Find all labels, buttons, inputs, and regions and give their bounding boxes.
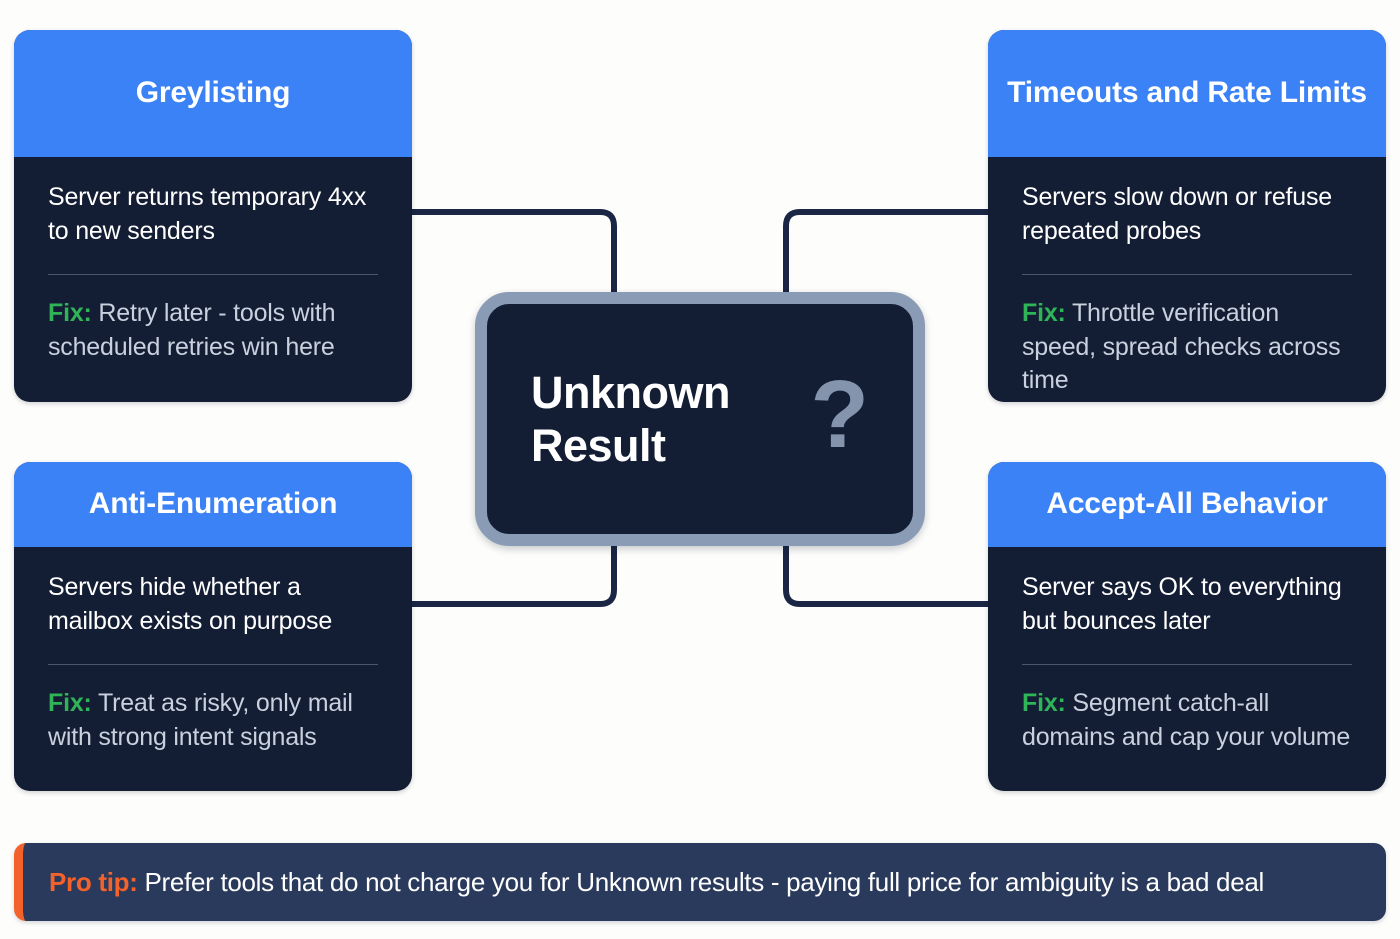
card-anti-enumeration-description: Servers hide whether a mailbox exists on…: [48, 573, 333, 635]
fix-label: Fix:: [48, 299, 92, 327]
fix-text: Retry later - tools with scheduled retri…: [48, 299, 336, 361]
card-timeouts-body: Servers slow down or refuse repeated pro…: [988, 157, 1386, 398]
card-greylisting[interactable]: Greylisting Server returns temporary 4xx…: [14, 30, 412, 402]
card-accept-all-body: Server says OK to everything but bounces…: [988, 547, 1386, 754]
card-accept-all-title: Accept-All Behavior: [988, 462, 1386, 547]
center-node-title: Unknown Result: [531, 366, 730, 471]
fix-label: Fix:: [48, 689, 92, 717]
fix-text: Throttle verification speed, spread chec…: [1022, 299, 1341, 394]
card-anti-enumeration-title: Anti-Enumeration: [14, 462, 412, 547]
pro-tip-text: Pro tip: Prefer tools that do not charge…: [49, 867, 1264, 898]
card-divider: [1022, 664, 1352, 665]
card-greylisting-title: Greylisting: [14, 30, 412, 157]
card-divider: [1022, 274, 1352, 275]
fix-text: Segment catch-all domains and cap your v…: [1022, 689, 1351, 751]
pro-tip-banner: Pro tip: Prefer tools that do not charge…: [14, 843, 1386, 921]
fix-label: Fix:: [1022, 299, 1066, 327]
card-anti-enumeration-body: Servers hide whether a mailbox exists on…: [14, 547, 412, 754]
card-anti-enumeration-fix: Fix: Treat as risky, only mail with stro…: [48, 687, 378, 754]
card-timeouts-fix: Fix: Throttle verification speed, spread…: [1022, 297, 1352, 398]
question-mark-icon: ?: [810, 361, 869, 468]
card-greylisting-body: Server returns temporary 4xx to new send…: [14, 157, 412, 364]
pro-tip-label: Pro tip:: [49, 866, 138, 897]
card-anti-enumeration[interactable]: Anti-Enumeration Servers hide whether a …: [14, 462, 412, 791]
fix-label: Fix:: [1022, 689, 1066, 717]
card-greylisting-description: Server returns temporary 4xx to new send…: [48, 183, 367, 245]
card-accept-all-fix: Fix: Segment catch-all domains and cap y…: [1022, 687, 1352, 754]
pro-tip-body: Prefer tools that do not charge you for …: [137, 866, 1265, 897]
card-greylisting-fix: Fix: Retry later - tools with scheduled …: [48, 297, 378, 364]
card-accept-all-description: Server says OK to everything but bounces…: [1022, 573, 1342, 635]
card-timeouts-and-rate-limits[interactable]: Timeouts and Rate Limits Servers slow do…: [988, 30, 1386, 402]
card-divider: [48, 664, 378, 665]
card-timeouts-title: Timeouts and Rate Limits: [988, 30, 1386, 157]
fix-text: Treat as risky, only mail with strong in…: [48, 689, 353, 751]
card-divider: [48, 274, 378, 275]
card-accept-all-behavior[interactable]: Accept-All Behavior Server says OK to ev…: [988, 462, 1386, 791]
card-timeouts-description: Servers slow down or refuse repeated pro…: [1022, 183, 1333, 245]
center-node-unknown-result[interactable]: Unknown Result ?: [475, 292, 925, 546]
